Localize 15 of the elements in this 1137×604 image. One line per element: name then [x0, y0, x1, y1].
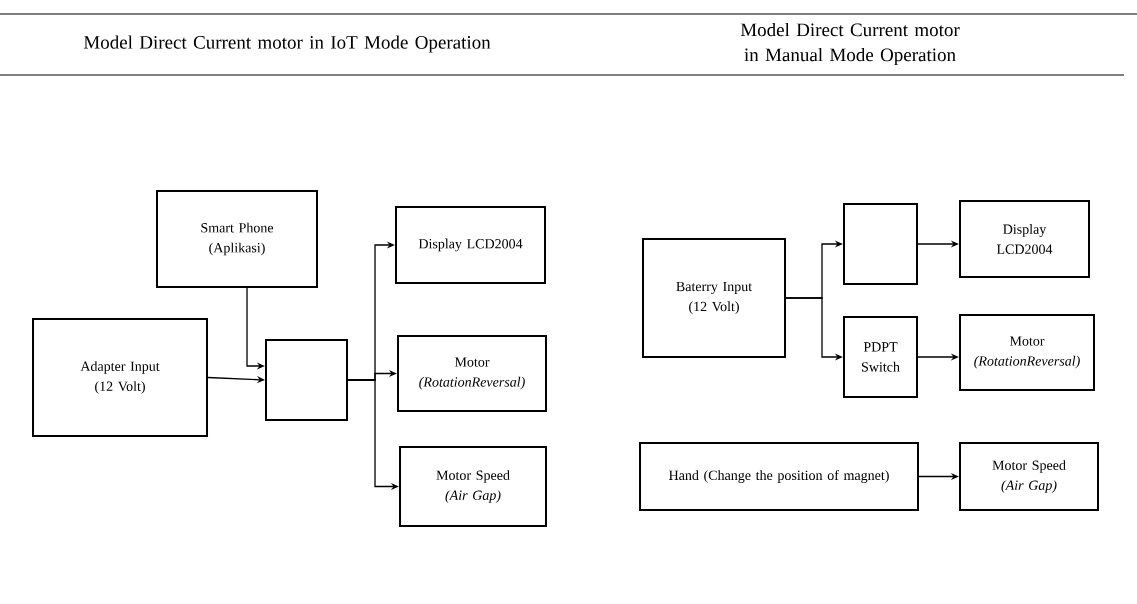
block-box: Baterry Input (12 Volt) [642, 238, 786, 358]
block-box: Adapter Input (12 Volt) [32, 318, 208, 437]
block-box [265, 339, 348, 421]
block-box: Motor (RotationReversal) [397, 335, 547, 412]
block-box: Smart Phone (Aplikasi) [156, 190, 318, 288]
block-box: PDPT Switch [843, 316, 918, 398]
column-heading: Model Direct Current motor in Manual Mode Operation [740, 22, 960, 66]
block-box: Motor Speed (Air Gap) [959, 442, 1099, 511]
block-box: Display LCD2004 [959, 200, 1090, 278]
block-box: Motor (RotationReversal) [959, 314, 1095, 391]
block-box: Motor Speed (Air Gap) [399, 446, 547, 527]
block-box [843, 203, 918, 285]
block-box: Hand (Change the position of magnet) [639, 442, 919, 511]
column-heading: Model Direct Current motor in IoT Mode Operation [83, 35, 491, 53]
block-box: Display LCD2004 [395, 206, 546, 284]
